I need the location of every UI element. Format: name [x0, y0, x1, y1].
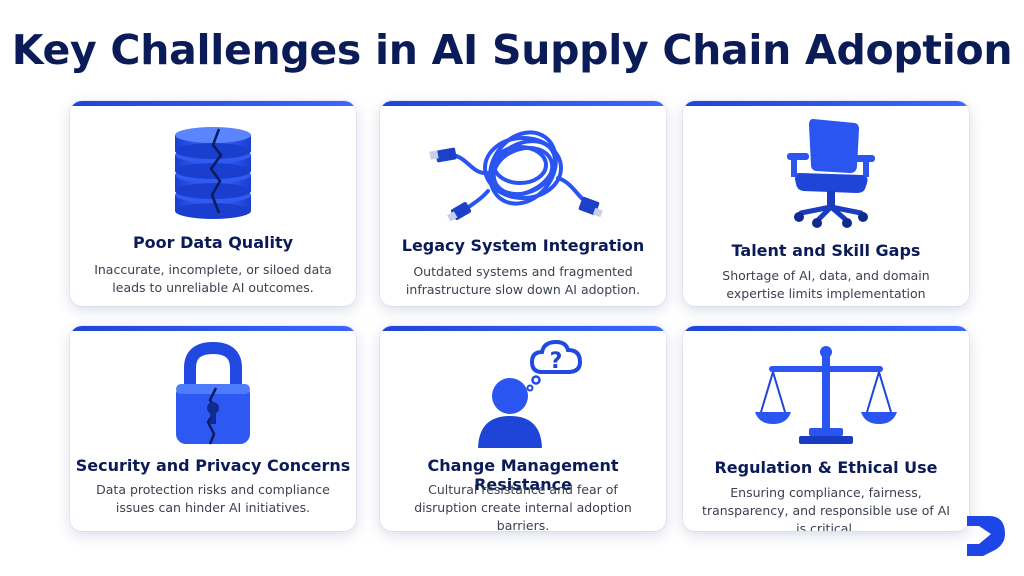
card-description: Cultural resistance and fear of disrupti…: [414, 482, 632, 531]
card-poor-data-quality: Poor Data Quality Inaccurate, incomplete…: [70, 101, 356, 306]
empty-office-chair-icon: [683, 113, 969, 228]
card-title: Talent and Skill Gaps: [731, 241, 921, 260]
card-description: Ensuring compliance, fairness, transpare…: [702, 485, 950, 531]
card-title: Legacy System Integration: [401, 236, 645, 255]
cracked-database-icon: [70, 113, 356, 223]
card-talent-and-skill-gaps: Talent and Skill Gaps Shortage of AI, da…: [683, 101, 969, 306]
svg-text:?: ?: [550, 349, 563, 374]
person-question-icon: ?: [380, 338, 666, 448]
card-title: Security and Privacy Concerns: [75, 456, 351, 475]
card-change-management-resistance: ? Change Management Resistance Cultural …: [380, 326, 666, 531]
card-security-and-privacy-concerns: Security and Privacy Concerns Data prote…: [70, 326, 356, 531]
balance-scale-icon: [683, 338, 969, 448]
brand-logo-icon: [965, 514, 1007, 556]
cracked-padlock-icon: [70, 338, 356, 448]
card-legacy-system-integration: Legacy System Integration Outdated syste…: [380, 101, 666, 306]
page-title: Key Challenges in AI Supply Chain Adopti…: [11, 26, 1013, 74]
card-regulation-ethical-use: Regulation & Ethical Use Ensuring compli…: [683, 326, 969, 531]
card-title: Poor Data Quality: [132, 233, 294, 252]
card-description: Outdated systems and fragmented infrastr…: [405, 264, 641, 297]
tangled-cables-icon: [380, 113, 666, 223]
card-title: Change Management Resistance: [427, 456, 619, 494]
card-description: Inaccurate, incomplete, or siloed data l…: [94, 262, 332, 295]
card-description: Data protection risks and compliance iss…: [96, 482, 330, 515]
card-title: Regulation & Ethical Use: [714, 458, 938, 477]
card-description: Shortage of AI, data, and domain experti…: [722, 268, 930, 306]
